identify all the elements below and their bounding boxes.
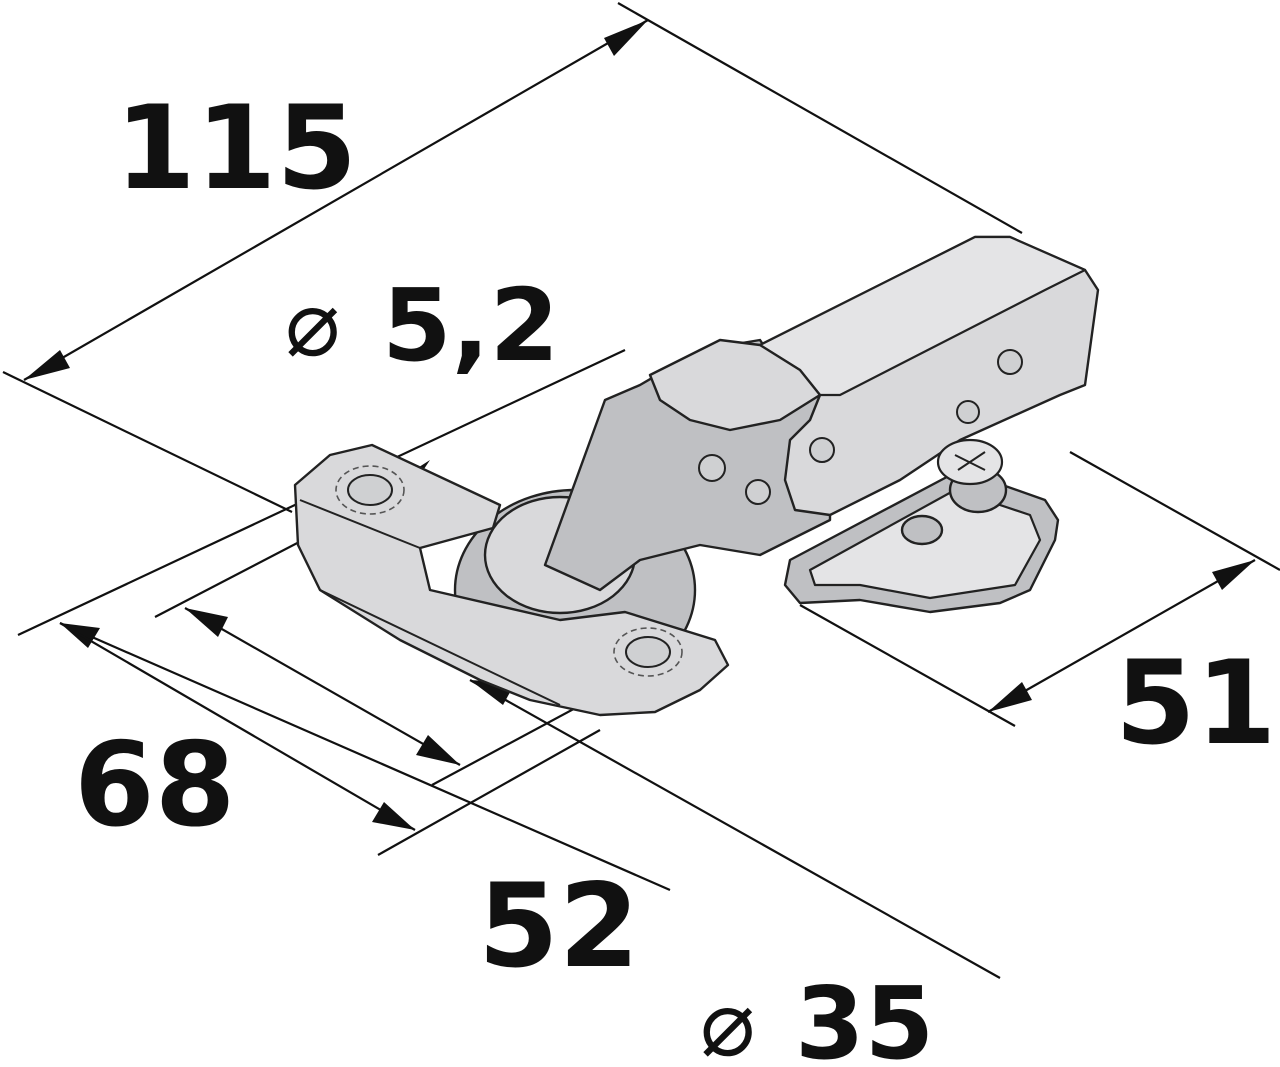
pivot-pin-1 xyxy=(698,454,726,482)
dimension-line-68-52 xyxy=(59,621,671,892)
dimension-labels: 115 ⌀ 5,2 68 52 51 ⌀ 35 xyxy=(74,81,1276,1067)
dimension-line-52 xyxy=(184,607,461,766)
arrow-52-bottom xyxy=(416,735,460,765)
extension-line-51-bottom xyxy=(799,604,1016,727)
extension-line-51-top xyxy=(1069,451,1280,571)
screw-hole-left xyxy=(347,474,393,506)
hinge-knuckle xyxy=(648,338,822,432)
diameter-symbol-35: ⌀ xyxy=(700,970,755,1067)
leader-line-35 xyxy=(469,679,1001,979)
arrow-68-bottom xyxy=(372,802,415,830)
extension-line-115-left xyxy=(2,371,293,513)
arm-hole-2 xyxy=(956,400,980,424)
plate-screw-hole xyxy=(900,514,944,546)
dimension-line-51 xyxy=(987,559,1256,713)
label-overall-length: 115 xyxy=(115,81,357,216)
wing-plate-edges xyxy=(299,499,561,706)
dimension-line-115 xyxy=(23,19,649,381)
diameter-symbol-5-2: ⌀ xyxy=(285,270,340,377)
label-depth-68: 68 xyxy=(74,718,235,853)
arrow-51-top xyxy=(1212,560,1255,590)
hinge-illustration xyxy=(293,235,1100,717)
hinge-wing-plate xyxy=(293,443,730,717)
arrow-52-top xyxy=(185,608,228,637)
screw-hole-right xyxy=(625,636,671,668)
label-screw-hole-diameter: 5,2 xyxy=(382,267,559,384)
screw-hole-right-countersink xyxy=(613,627,683,677)
extension-line-115-right xyxy=(617,2,1023,234)
dimension-line-68 xyxy=(59,622,416,831)
extension-line-68-bottom xyxy=(377,729,601,856)
arrow-115-right xyxy=(604,20,648,56)
pivot-pin-2 xyxy=(809,437,835,463)
phillips-cross-icon xyxy=(954,451,986,471)
arrow-115-left xyxy=(24,350,70,380)
label-cup-diameter: 35 xyxy=(795,965,934,1067)
screw-hole-left-countersink xyxy=(335,465,405,515)
arrow-51-bottom xyxy=(988,682,1032,712)
label-height-51: 51 xyxy=(1115,636,1276,771)
pivot-pin-3 xyxy=(745,479,771,505)
arm-hole-1 xyxy=(997,349,1023,375)
label-depth-52: 52 xyxy=(478,859,639,994)
